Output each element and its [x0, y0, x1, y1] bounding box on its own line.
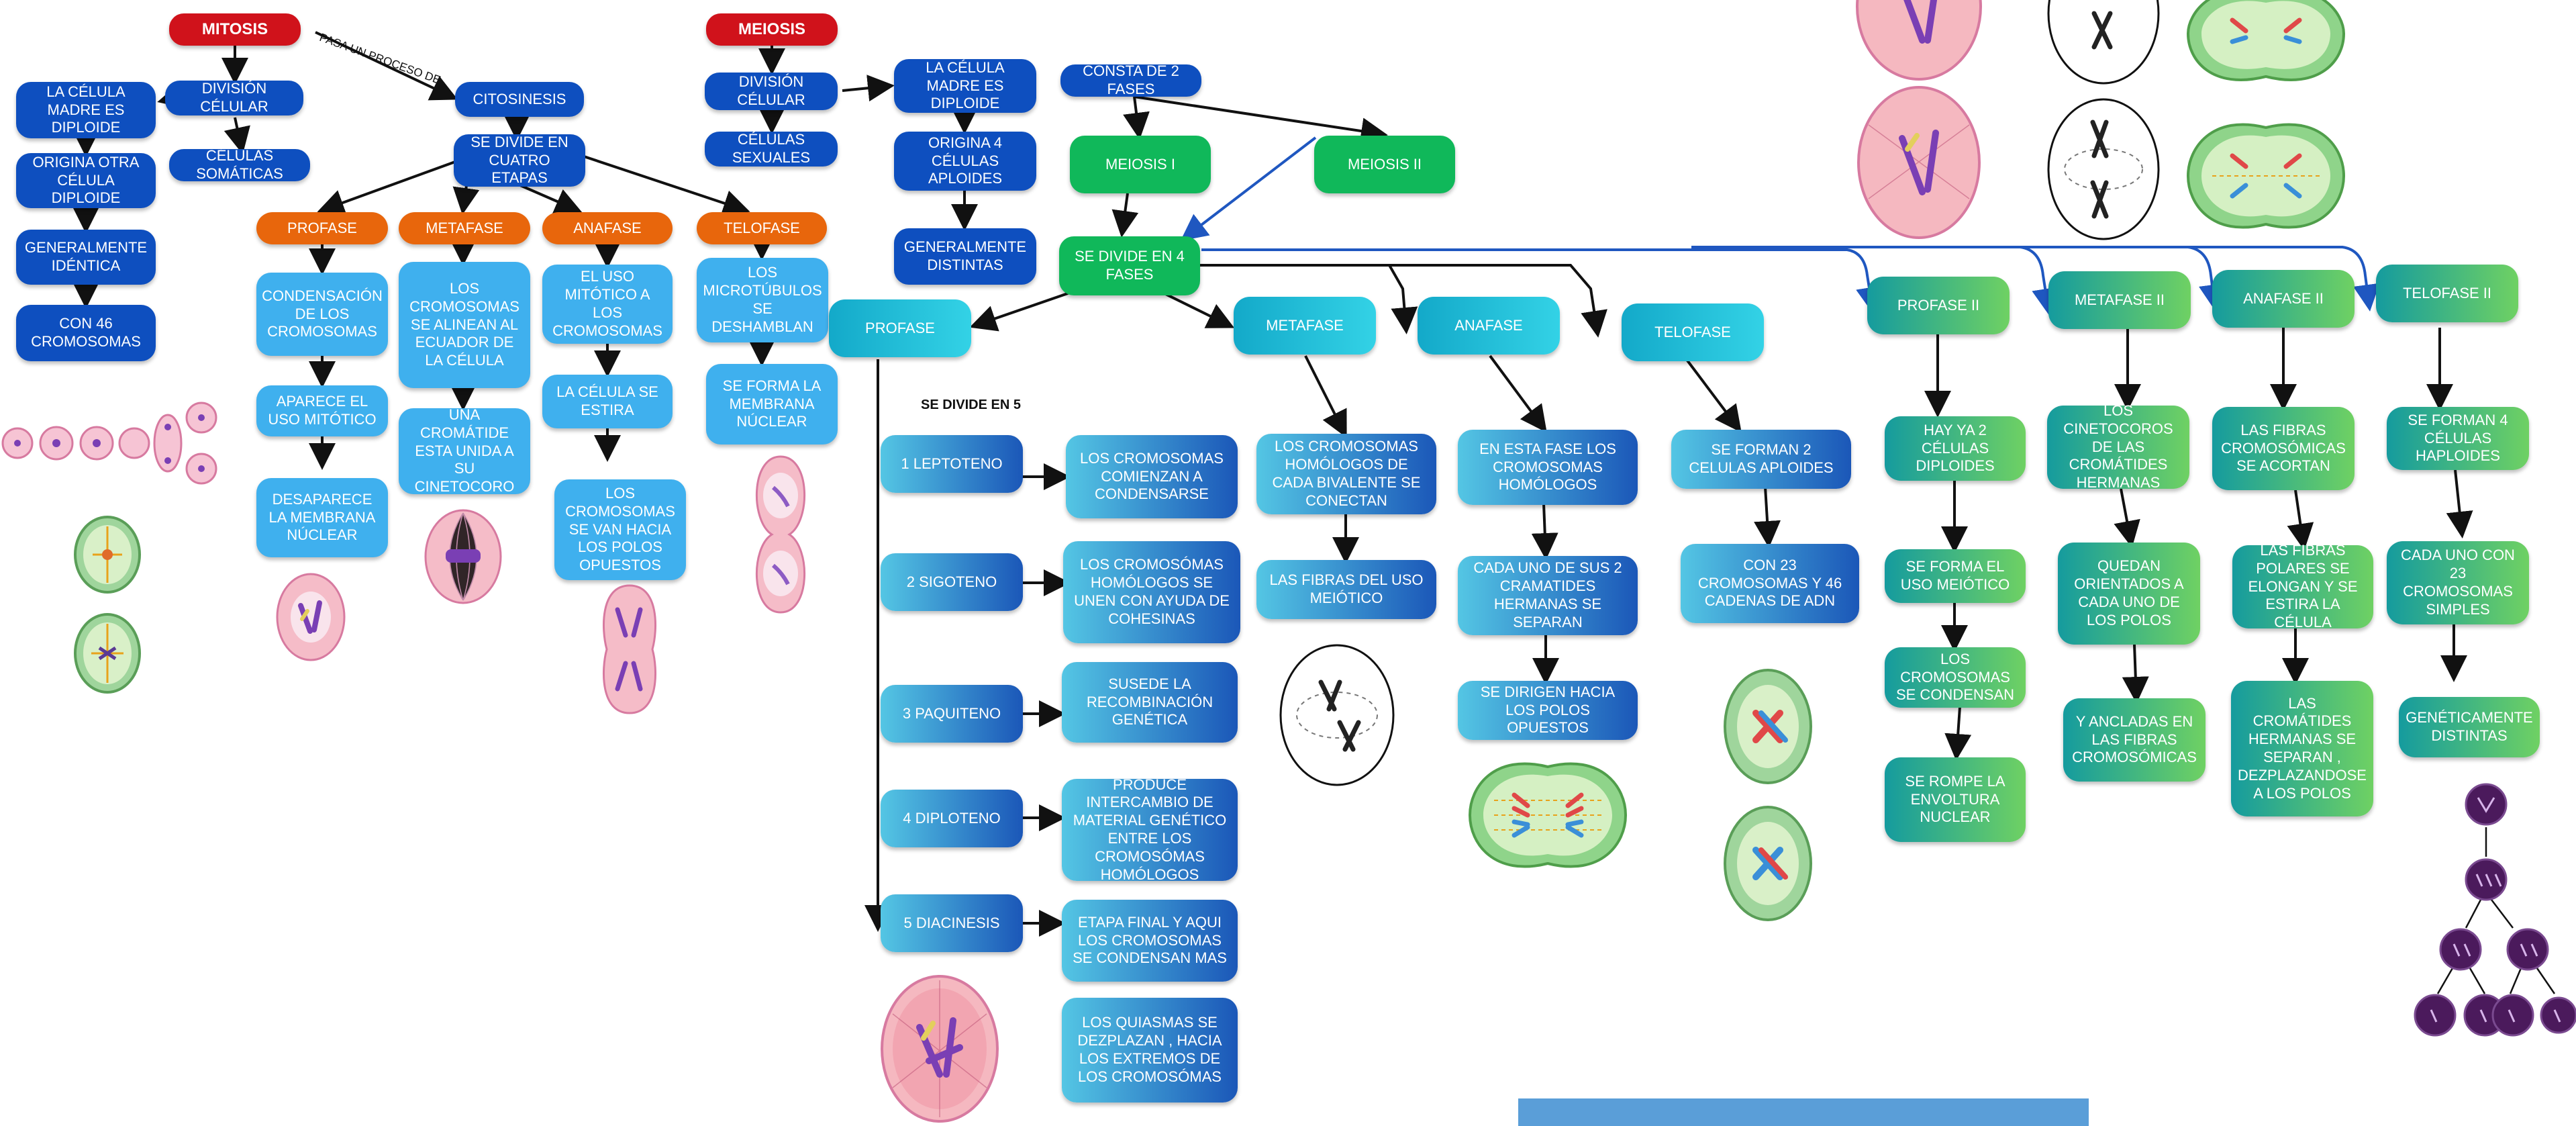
meiosis-metafase-item: LOS CROMOSOMAS HOMÓLOGOS DE CADA BIVALEN…: [1256, 434, 1436, 514]
chromosome-cell-icon: [2047, 98, 2160, 240]
mitosis-division-celular: DIVISIÓN CÉLULAR: [165, 80, 303, 115]
profase-2-item: SE ROMPE LA ENVOLTURA NUCLEAR: [1885, 757, 2026, 842]
anafase-cell-icon: [602, 584, 657, 714]
meiosis-telofase: TELOFASE: [1622, 303, 1764, 361]
metafase-2-item: LOS CINETOCOROS DE LAS CROMÁTIDES HERMAN…: [2047, 402, 2189, 491]
mitosis-sequence-illustration: [1, 402, 217, 485]
mitosis-anafase: ANAFASE: [542, 212, 673, 244]
mitosis-profase-item: APARECE EL USO MITÓTICO: [256, 385, 388, 436]
se-divide-en-5: SE DIVIDE EN 5: [921, 397, 1021, 412]
anafase-top-icon: [2186, 123, 2346, 229]
consta-2-fases: CONSTA DE 2 FASES: [1060, 62, 1201, 97]
telofase-2-item: SE FORMAN 4 CÉLULAS HAPLOIDES: [2387, 407, 2529, 470]
mitosis-metafase: METAFASE: [399, 212, 530, 244]
celulas-sexuales: CÉLULAS SEXUALES: [705, 131, 838, 167]
spindle-cell-icon: [74, 613, 141, 694]
spindle-cell-icon: [74, 516, 141, 594]
metafase-meiosis-cell-icon: [1279, 644, 1395, 786]
meiosis-divide-4: SE DIVIDE EN 4 FASES: [1059, 236, 1200, 295]
telofase-cell-icon: [756, 455, 805, 614]
meiosis-distintas: GENERALMENTE DISTINTAS: [894, 228, 1036, 285]
telofase-2-item: GENÉTICAMENTE DISTINTAS: [2399, 697, 2540, 757]
meiosis-2: MEIOSIS II: [1314, 136, 1455, 193]
profase-stage: 1 LEPTOTENO: [881, 435, 1023, 493]
metafase-2-item: QUEDAN ORIENTADOS A CADA UNO DE LOS POLO…: [2058, 543, 2200, 645]
profase-stage-desc: SUSEDE LA RECOMBINACIÓN GENÉTICA: [1062, 662, 1238, 743]
meiosis-title: MEIOSIS: [706, 13, 838, 46]
meiosis-profase: PROFASE: [829, 299, 971, 357]
chromosome-cell-icon: [2047, 0, 2160, 85]
profase-stage: 4 DIPLOTENO: [881, 790, 1023, 847]
metafase-2-item: Y ANCLADAS EN LAS FIBRAS CROMOSÓMICAS: [2063, 698, 2206, 782]
mitosis-divide-cuatro: SE DIVIDE EN CUATRO ETAPAS: [454, 134, 585, 187]
profase-stage: 5 DIACINESIS: [881, 894, 1023, 952]
meiosis-1: MEIOSIS I: [1070, 136, 1211, 193]
mitosis-generalmente: GENERALMENTE IDÉNTICA: [16, 230, 156, 285]
profase-2-item: HAY YA 2 CÉLULAS DIPLOIDES: [1885, 416, 2026, 481]
mitosis-profase: PROFASE: [256, 212, 388, 244]
meiosis-origina: ORIGINA 4 CÉLULAS APLOIDES: [894, 132, 1036, 191]
mitosis-metafase-item: LOS CROMOSOMAS SE ALINEAN AL ECUADOR DE …: [399, 262, 530, 388]
haploid-cells-tree: [2414, 783, 2576, 1037]
profase-2: PROFASE II: [1867, 277, 2010, 334]
cell-top-icon: [1856, 0, 1982, 81]
mitosis-anafase-item: EL USO MITÓTICO A LOS CROMOSOMAS: [542, 265, 673, 344]
meiosis-metafase: METAFASE: [1234, 297, 1376, 355]
profase-stage-desc: PRODUCE INTERCAMBIO DE MATERIAL GENÉTICO…: [1062, 776, 1238, 883]
meiosis-telofase-item: CON 23 CROMOSOMAS Y 46 CADENAS DE ADN: [1681, 544, 1859, 623]
profase-2-item: SE FORMA EL USO MEIÓTICO: [1885, 549, 2026, 603]
mitosis-anafase-item: LA CÉLULA SE ESTIRA: [542, 375, 673, 428]
mitosis-telofase: TELOFASE: [697, 212, 827, 244]
meiosis-division-celular: DIVISIÓN CÉLULAR: [705, 73, 838, 110]
mitosis-celula-madre: LA CÉLULA MADRE ES DIPLOIDE: [16, 82, 156, 138]
cell-top-icon: [1857, 86, 1981, 239]
anafase-2-item: LAS FIBRAS CROMOSÓMICAS SE ACORTAN: [2212, 407, 2355, 490]
celulas-somaticas: CÉLULAS SOMÁTICAS: [169, 147, 310, 182]
mitosis-telofase-item: LOS MICROTÚBULOS SE DESHAMBLAN: [697, 258, 828, 342]
meiosis-metafase-item: LAS FIBRAS DEL USO MEIÓTICO: [1256, 560, 1436, 619]
profase-meiosis-cell-icon: [881, 975, 999, 1123]
profase-extra: LOS QUIASMAS SE DEZPLAZAN , HACIA LOS EX…: [1062, 998, 1238, 1102]
mitosis-title: MITOSIS: [169, 13, 301, 46]
mitosis-metafase-item: UNA CROMÁTIDE ESTA UNIDA A SU CINETOCORO: [399, 406, 530, 495]
telofase-2: TELOFASE II: [2376, 265, 2518, 322]
anafase-top-icon: [2186, 0, 2346, 81]
meiosis-anafase-item: EN ESTA FASE LOS CROMOSOMAS HOMÓLOGOS: [1458, 430, 1638, 505]
profase-stage-desc: LOS CROMOSÓMAS HOMÓLOGOS SE UNEN CON AYU…: [1063, 541, 1240, 643]
profase-cell-icon: [276, 573, 346, 661]
mitosis-46-cromosomas: CON 46 CROMOSOMAS: [16, 305, 156, 361]
mitosis-profase-item: CONDENSACIÓN DE LOS CROMOSOMAS: [256, 273, 388, 356]
profase-stage: 2 SIGOTENO: [881, 553, 1023, 611]
mitosis-origina: ORIGINA OTRA CÉLULA DIPLOIDE: [16, 153, 156, 208]
mitosis-telofase-item: SE FORMA LA MEMBRANA NÚCLEAR: [706, 364, 838, 444]
telofase-meiosis-cell-icon: [1724, 806, 1812, 921]
profase-2-item: LOS CROMOSOMAS SE CONDENSAN: [1885, 647, 2026, 708]
meiosis-celula-madre: LA CÉLULA MADRE ES DIPLOIDE: [894, 59, 1036, 113]
meiosis-telofase-item: SE FORMAN 2 CELULAS APLOIDES: [1671, 430, 1851, 489]
meiosis-anafase-item: CADA UNO DE SUS 2 CRAMATIDES HERMANAS SE…: [1458, 556, 1638, 635]
metafase-2: METAFASE II: [2048, 271, 2191, 329]
meiosis-anafase: ANAFASE: [1418, 297, 1560, 355]
telofase-2-item: CADA UNO CON 23 CROMOSOMAS SIMPLES: [2387, 541, 2529, 624]
metafase-cell-icon: [424, 509, 502, 604]
anafase-2: ANAFASE II: [2212, 270, 2355, 328]
anafase-2-item: LAS CROMÁTIDES HERMANAS SE SEPARAN , DEZ…: [2231, 681, 2373, 816]
profase-stage: 3 PAQUITENO: [881, 685, 1023, 743]
meiosis-anafase-item: SE DIRIGEN HACIA LOS POLOS OPUESTOS: [1458, 681, 1638, 740]
profase-stage-desc: ETAPA FINAL Y AQUI LOS CROMOSOMAS SE CON…: [1062, 900, 1238, 982]
citosinesis: CITOSINESIS: [455, 82, 584, 117]
anafase-meiosis-cell-icon: [1468, 762, 1628, 868]
mitosis-anafase-item: LOS CROMOSOMAS SE VAN HACIA LOS POLOS OP…: [554, 479, 686, 580]
bottom-banner: [1518, 1098, 2089, 1126]
mitosis-profase-item: DESAPARECE LA MEMBRANA NÚCLEAR: [256, 478, 388, 557]
telofase-meiosis-cell-icon: [1724, 669, 1812, 784]
anafase-2-item: LAS FIBRAS POLARES SE ELONGAN Y SE ESTIR…: [2232, 542, 2373, 630]
profase-stage-desc: LOS CROMOSOMAS COMIENZAN A CONDENSARSE: [1066, 435, 1238, 518]
